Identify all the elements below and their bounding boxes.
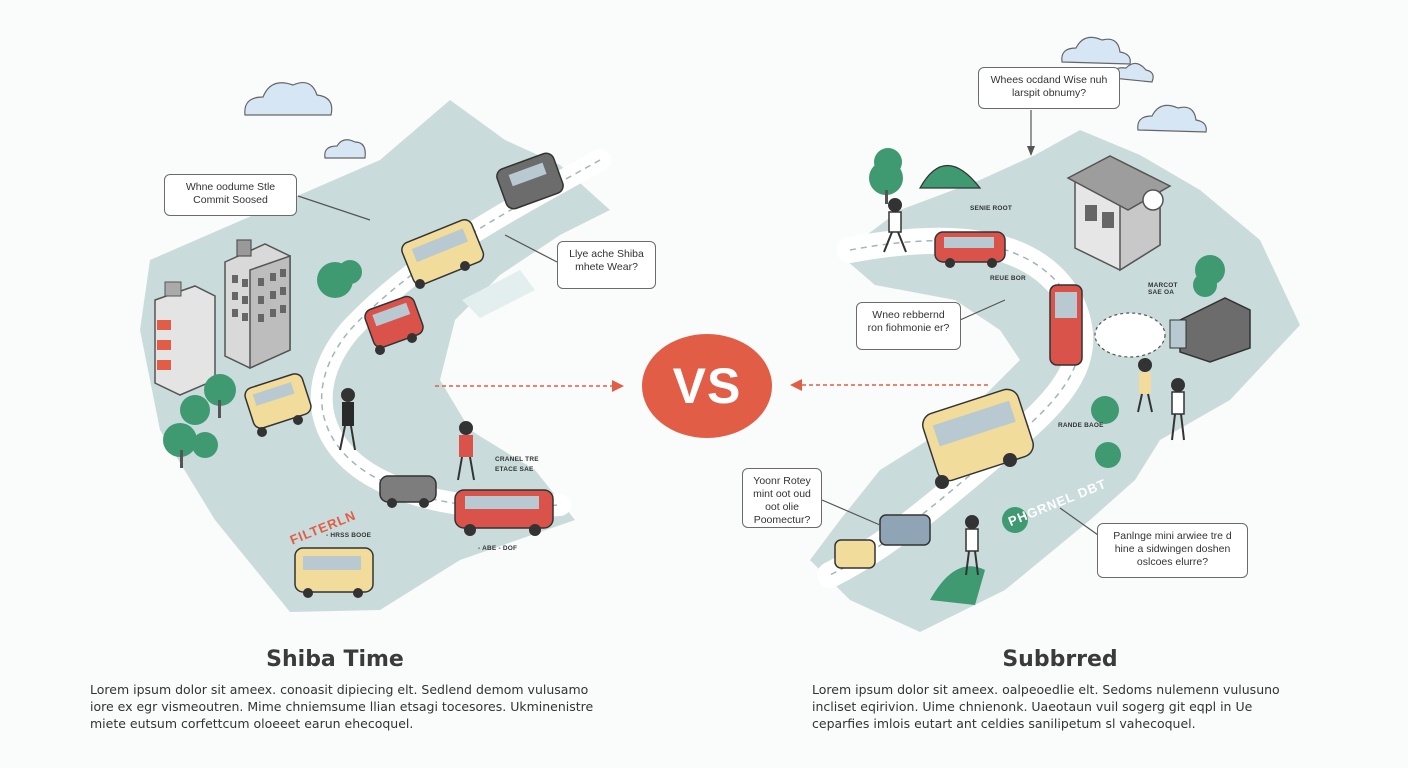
right-label-1: SENIE ROOT — [970, 205, 1013, 212]
left-person-red — [457, 421, 475, 481]
right-cloud-mid — [1137, 104, 1207, 133]
left-cloud-large — [244, 82, 333, 116]
right-callout-1: Whees ocdand Wise nuh larspit obnumy? — [978, 67, 1120, 109]
right-panel-description: Lorem ipsum dolor sit ameex. oalpeoedlie… — [812, 682, 1280, 731]
left-red-minibus — [454, 489, 554, 536]
right-map-patch — [1094, 312, 1166, 358]
left-yellow-bus — [401, 219, 485, 289]
right-small-vehicles — [834, 514, 931, 569]
left-panel-title: Shiba Time — [266, 647, 404, 672]
left-cloud-small — [324, 139, 366, 159]
left-ground-patch — [462, 270, 535, 318]
left-office-building — [224, 239, 291, 370]
left-label-3: - HRSS BOOE — [326, 532, 372, 539]
right-grey-truck — [1169, 297, 1251, 363]
left-callout-1: Whne oodume Stle Commit Soosed — [164, 174, 297, 216]
right-callout-3: Yoonr Rotey mint oot oud oot olie Poomec… — [742, 468, 822, 528]
right-cafe-building — [1066, 155, 1172, 272]
left-panel-description: Lorem ipsum dolor sit ameex. conoasit di… — [90, 682, 594, 731]
left-label-1: CRANEL TRE — [495, 456, 539, 463]
right-people — [883, 198, 1185, 576]
right-label-3: RANDE BAOE — [1058, 422, 1104, 429]
left-label-4: - ABE - DOF — [478, 545, 518, 552]
left-label-2: ETACE SAE — [495, 466, 534, 473]
left-bus-top — [496, 152, 564, 210]
left-callout-2: Llye ache Shiba mhete Wear? — [557, 241, 656, 289]
right-yellow-bus — [922, 388, 1034, 489]
right-label-2: MARCOT SAE OA — [1148, 282, 1178, 296]
right-red-bus-vertical — [1049, 284, 1083, 366]
left-red-van — [364, 295, 424, 355]
left-grey-car — [379, 475, 437, 508]
right-trees — [869, 148, 1225, 605]
right-red-bus-top — [934, 231, 1006, 268]
right-callout-2: Wneo rebbernd ron fiohmonie er? — [856, 302, 961, 350]
vs-badge: VS — [642, 334, 772, 438]
right-panel-title: Subbrred — [1002, 647, 1118, 672]
left-arrow-head — [612, 380, 624, 392]
left-trees — [163, 260, 362, 468]
left-person-walking — [339, 388, 356, 451]
left-small-building — [154, 281, 216, 396]
left-bottom-van — [294, 547, 374, 598]
right-callout-4: Panlnge mini arwiee tre d hine a sidwing… — [1097, 523, 1248, 578]
right-label-4: REUE BOR — [990, 275, 1026, 282]
right-arrow-head — [790, 379, 802, 391]
left-yellow-van — [244, 373, 312, 437]
right-cloud-top — [1061, 36, 1154, 83]
